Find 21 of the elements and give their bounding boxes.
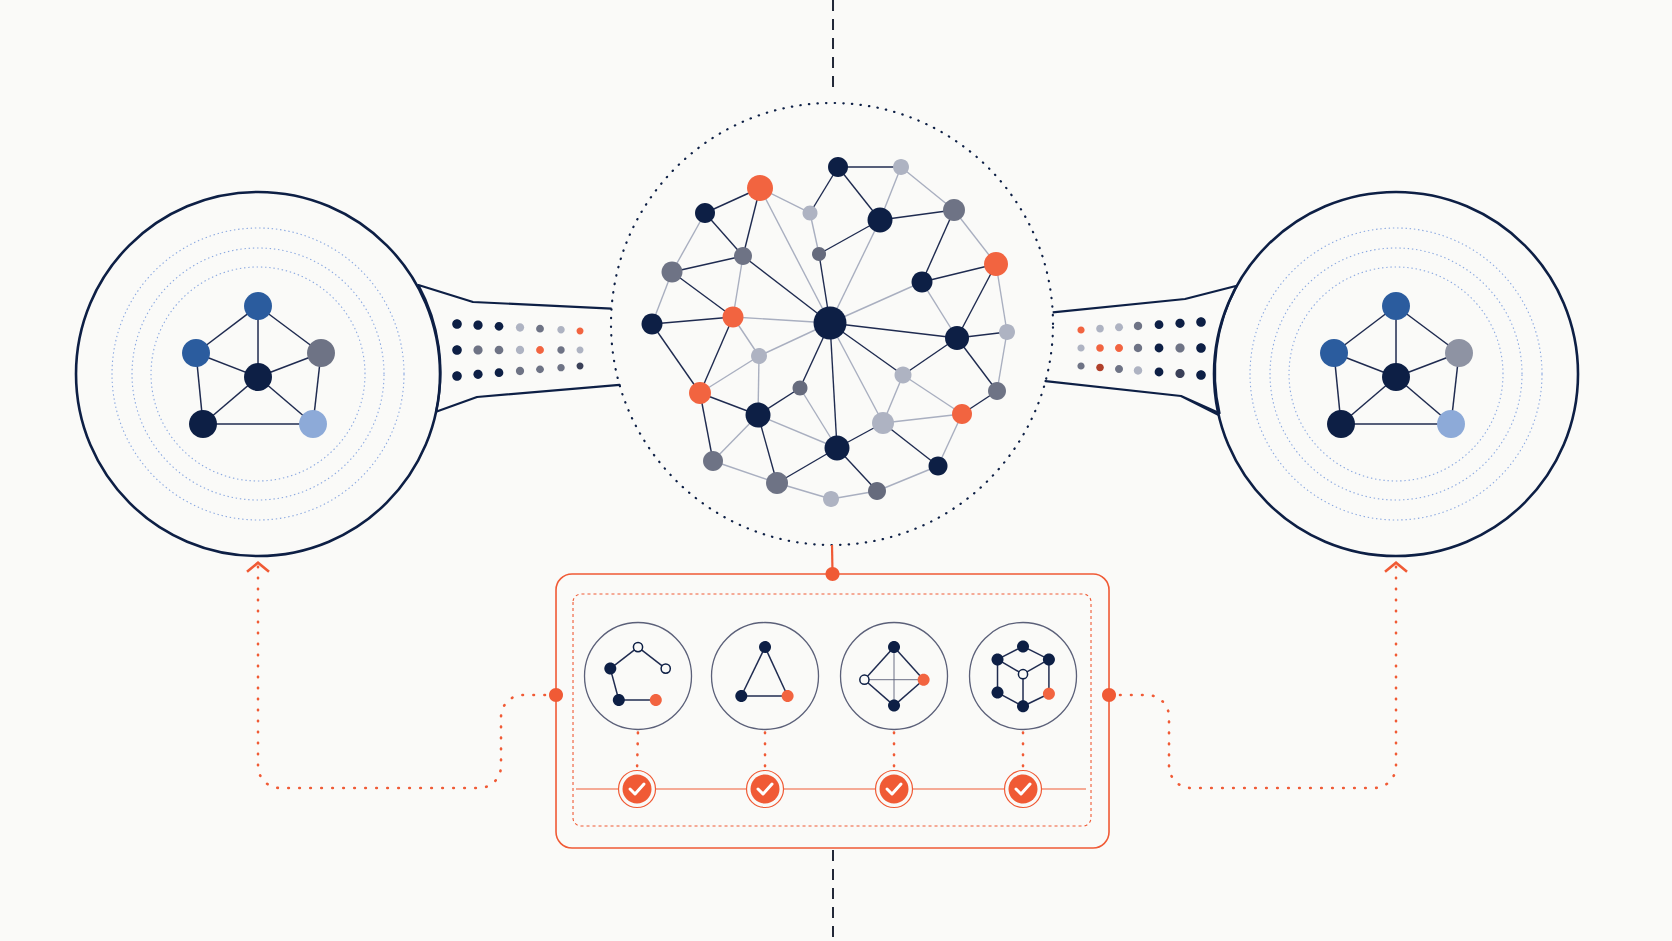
dotted-line bbox=[763, 731, 767, 769]
network-circle bbox=[609, 101, 1055, 547]
check-icon bbox=[1003, 769, 1043, 809]
graph-circle bbox=[74, 190, 442, 558]
dotted-line bbox=[1021, 731, 1025, 769]
check-icon bbox=[745, 769, 785, 809]
graph-circle bbox=[1212, 190, 1580, 558]
motif-circle bbox=[968, 621, 1078, 731]
motif-circle bbox=[710, 621, 820, 731]
check-icon bbox=[874, 769, 914, 809]
dotted-arrow bbox=[246, 561, 563, 790]
dotted-line bbox=[635, 731, 640, 769]
check-icon bbox=[617, 769, 657, 809]
motif-circle bbox=[583, 621, 693, 731]
panel-box bbox=[555, 573, 1110, 849]
dotted-line bbox=[892, 731, 896, 769]
dotted-arrow bbox=[1102, 561, 1408, 790]
motif-circle bbox=[839, 621, 949, 731]
funnel-connector bbox=[417, 283, 621, 413]
funnel-connector bbox=[1044, 284, 1238, 416]
connector-line bbox=[825, 545, 840, 581]
